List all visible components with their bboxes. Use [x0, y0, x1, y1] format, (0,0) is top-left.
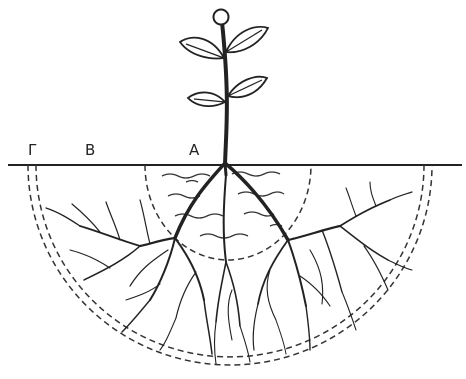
- zone-label-a: А: [189, 143, 199, 158]
- plant-stem: [214, 10, 229, 166]
- zone-label-v: В: [85, 143, 95, 158]
- zone-label-g: Г: [28, 143, 37, 158]
- root-system: [46, 163, 412, 364]
- zone-a-boundary: [145, 165, 311, 260]
- zone-v-boundary: [28, 165, 432, 365]
- flower-bud: [214, 10, 229, 25]
